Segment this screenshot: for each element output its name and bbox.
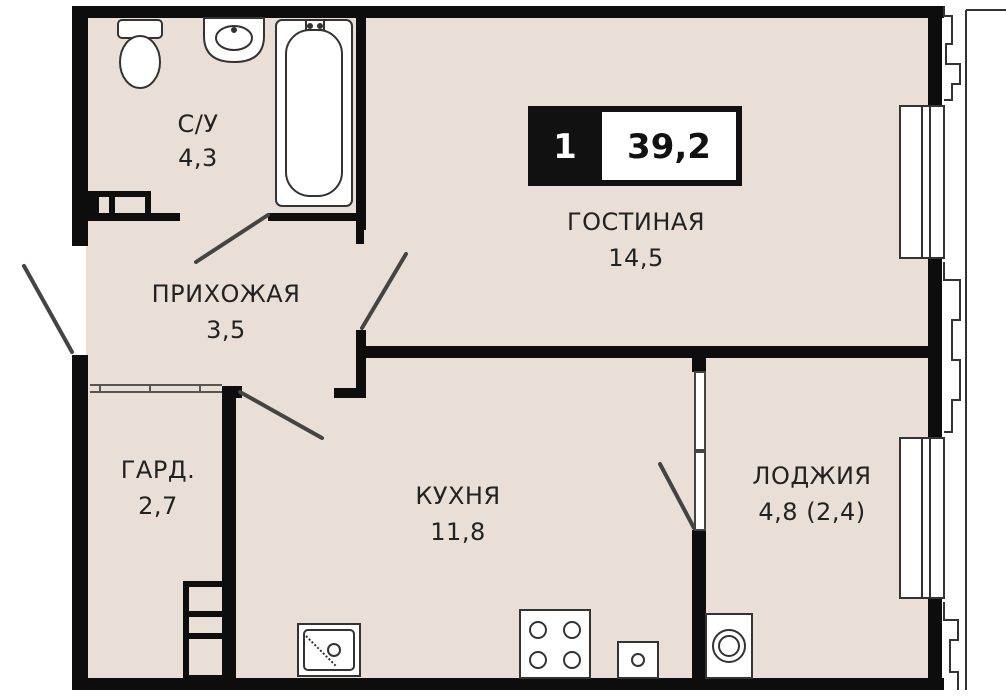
- loggia-door-leaf: [658, 462, 696, 530]
- wall-hall-kitchen-step: [334, 388, 366, 398]
- wall-bath-bottom-left: [86, 191, 96, 221]
- windows: [899, 105, 945, 599]
- bathroom-name: С/У: [178, 110, 219, 138]
- wall-kitchen-top: [356, 346, 938, 358]
- wall-hall-living-stub: [356, 228, 364, 244]
- wall-right-3: [928, 598, 942, 690]
- wardrobe-sliding-door: [90, 384, 222, 393]
- boiler-icon: [617, 641, 659, 679]
- wall-loggia-left-lower: [692, 530, 706, 680]
- bathtub-icon: [275, 19, 353, 207]
- living-name: ГОСТИНАЯ: [567, 208, 705, 236]
- badge-room-count: 1: [553, 127, 577, 167]
- wall-left-lower: [72, 355, 88, 690]
- stove-icon: [519, 609, 591, 679]
- hallway-name: ПРИХОЖАЯ: [152, 280, 301, 308]
- wardrobe-area: 2,7: [138, 492, 178, 520]
- wall-wardrobe-top-stub: [222, 386, 242, 398]
- washing-machine-icon: [705, 613, 753, 679]
- doors: [22, 213, 696, 530]
- loggia-area: 4,8 (2,4): [758, 498, 865, 526]
- wall-loggia-left: [692, 346, 706, 372]
- living-area: 14,5: [608, 244, 663, 272]
- entrance-door-leaf: [22, 264, 74, 354]
- living-door-leaf: [360, 252, 408, 330]
- wardrobe-shelf: [183, 581, 229, 681]
- sink-icon: [203, 17, 265, 64]
- wall-right-1: [928, 6, 942, 106]
- wall-bath-bottom-right: [268, 213, 364, 221]
- loggia-name: ЛОДЖИЯ: [752, 462, 871, 490]
- hallway-area: 3,5: [206, 316, 246, 344]
- apartment-badge: 1 39,2: [528, 106, 742, 186]
- kitchen-door-leaf: [238, 390, 324, 440]
- badge-total-area: 39,2: [627, 127, 711, 167]
- badge-area-box: [602, 112, 736, 180]
- facade-outline: [943, 6, 1006, 690]
- wall-hall-living-lower: [356, 330, 366, 398]
- kitchen-sink-icon: [297, 623, 361, 677]
- bath-shelf: [93, 191, 151, 219]
- wall-bath-right: [356, 16, 366, 230]
- kitchen-area: 11,8: [430, 518, 485, 546]
- bathroom-area: 4,3: [178, 144, 218, 172]
- bath-door-leaf: [194, 213, 270, 264]
- shelves: [93, 191, 229, 681]
- loggia-door-glazing: [694, 371, 706, 531]
- kitchen-name: КУХНЯ: [415, 482, 500, 510]
- wall-bottom: [72, 678, 944, 690]
- wall-top: [72, 6, 944, 18]
- room-labels: С/У 4,3 ГОСТИНАЯ 14,5 ПРИХОЖАЯ 3,5 ГАРД.…: [121, 110, 871, 546]
- wardrobe-name: ГАРД.: [121, 456, 195, 484]
- toilet-icon: [117, 19, 163, 89]
- wall-left-upper: [72, 6, 88, 246]
- walls: [72, 6, 944, 690]
